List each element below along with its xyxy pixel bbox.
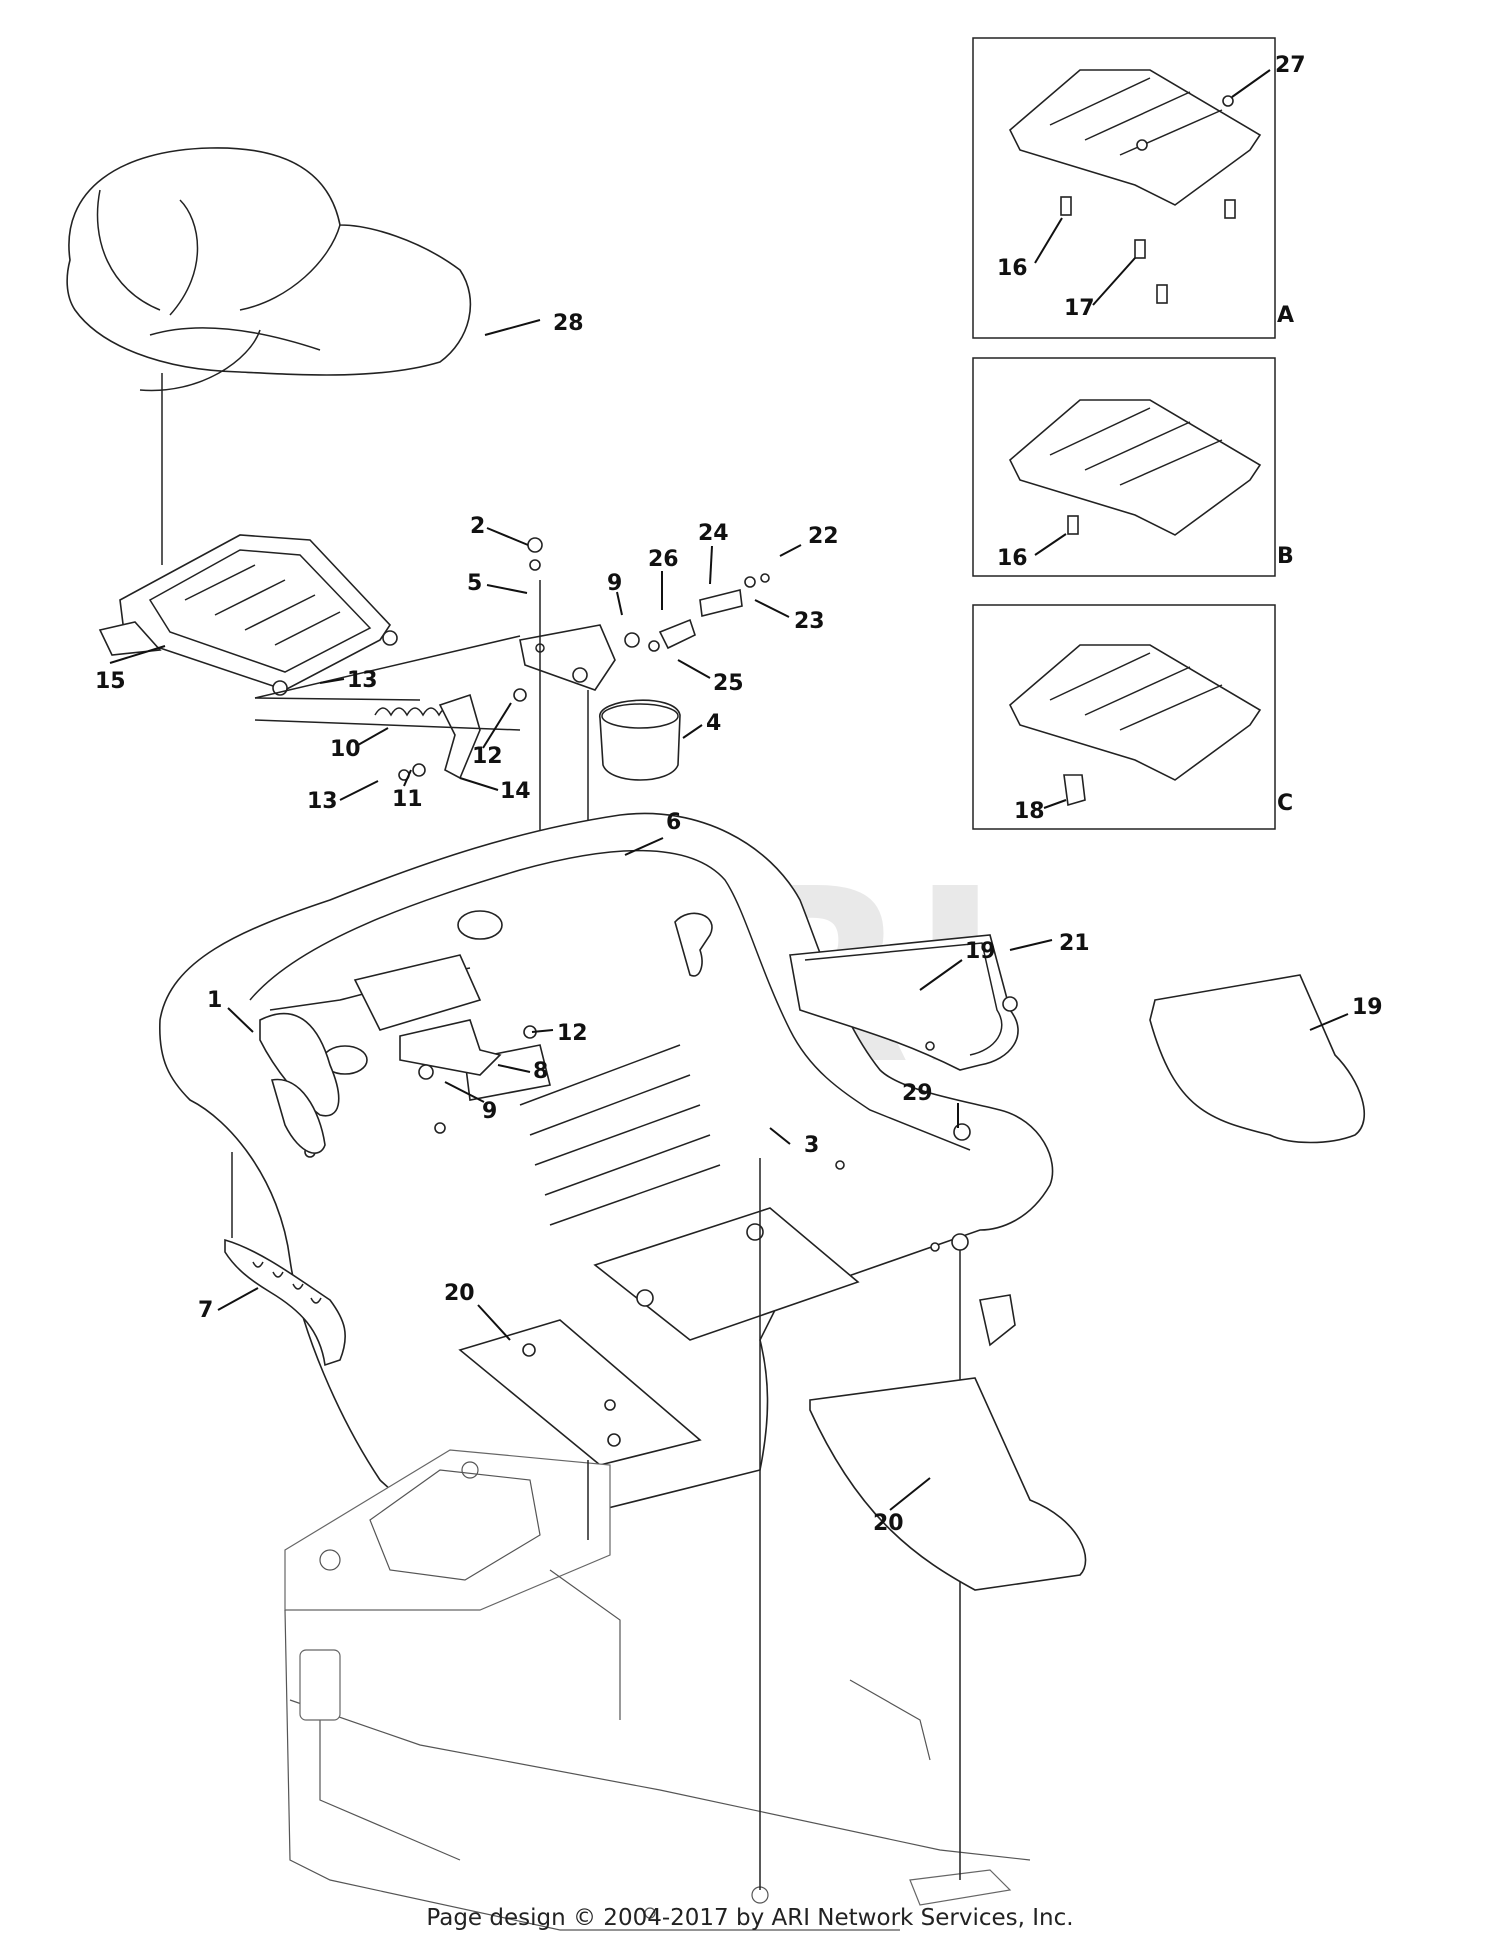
variant-label-b: B (1277, 544, 1294, 569)
bracket-illustration (399, 1019, 537, 1080)
leader-lines (109, 69, 1349, 1511)
callout-labels: 1 2 3 4 5 6 7 8 9 9 10 11 12 12 13 13 14… (95, 53, 1383, 1536)
inset-a-box (972, 37, 1276, 339)
callout-12-bottom: 12 (557, 1021, 588, 1046)
callout-7: 7 (198, 1298, 213, 1323)
callout-29: 29 (902, 1081, 933, 1106)
callout-13-bottom: 13 (307, 789, 338, 814)
foot-pad-illustration (789, 934, 1365, 1591)
callout-5: 5 (467, 571, 482, 596)
callout-10: 10 (330, 737, 361, 762)
callout-2: 2 (470, 514, 485, 539)
variant-label-a: A (1277, 303, 1294, 328)
callout-25: 25 (713, 671, 744, 696)
latch-plate-illustration (224, 1152, 346, 1367)
callout-26: 26 (648, 547, 679, 572)
callout-23: 23 (794, 609, 825, 634)
callout-13-top: 13 (347, 668, 378, 693)
callout-21: 21 (1059, 931, 1090, 956)
callout-12-top: 12 (472, 744, 503, 769)
callout-20-right: 20 (873, 1511, 904, 1536)
callout-8: 8 (533, 1059, 548, 1084)
seat-illustration (66, 147, 472, 565)
inset-b-box (972, 357, 1276, 577)
callout-20-left: 20 (444, 1281, 475, 1306)
callout-28: 28 (553, 311, 584, 336)
callout-15: 15 (95, 669, 126, 694)
callout-14: 14 (500, 779, 531, 804)
callout-24: 24 (698, 521, 729, 546)
callout-6: 6 (666, 810, 681, 835)
callout-19-right: 19 (1352, 995, 1383, 1020)
callout-27: 27 (1275, 53, 1306, 78)
pivot-bracket-illustration (254, 537, 770, 1030)
callout-3: 3 (804, 1133, 819, 1158)
callout-17: 17 (1064, 296, 1095, 321)
callout-4: 4 (706, 711, 721, 736)
frame-illustration (284, 1158, 1031, 1931)
callout-11: 11 (392, 787, 423, 812)
variant-label-c: C (1277, 791, 1293, 816)
callout-18: 18 (1014, 799, 1045, 824)
callout-1: 1 (207, 988, 222, 1013)
callout-19-left: 19 (965, 939, 996, 964)
copyright-footer: Page design © 2004-2017 by ARI Network S… (426, 1905, 1074, 1931)
callout-22: 22 (808, 524, 839, 549)
callout-9-bottom: 9 (482, 1099, 497, 1124)
inset-c-box (972, 604, 1276, 830)
callout-9-top: 9 (607, 571, 622, 596)
callout-16-b: 16 (997, 546, 1028, 571)
callout-16-a: 16 (997, 256, 1028, 281)
seat-pan-illustration (98, 534, 398, 696)
